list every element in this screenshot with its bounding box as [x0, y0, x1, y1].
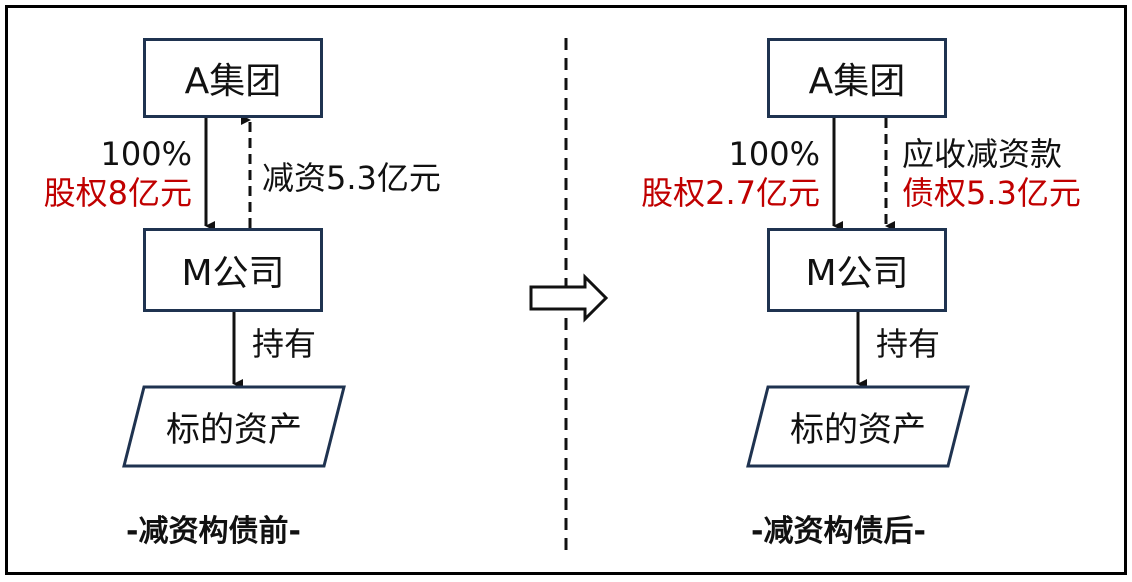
- before-asset-parallelogram: [122, 385, 346, 468]
- after-holds-label: 持有: [876, 325, 941, 363]
- after-pct-label: 100%: [728, 135, 820, 173]
- after-debt-label: 债权5.3亿元: [902, 174, 1081, 212]
- after-receivable-label: 应收减资款: [902, 135, 1063, 173]
- after-asset-parallelogram: [746, 385, 970, 468]
- after-asset-label: 标的资产: [790, 410, 926, 450]
- after-company-box: M公司: [767, 228, 947, 312]
- before-group-label: A集团: [184, 61, 282, 102]
- before-holds-label: 持有: [252, 325, 317, 363]
- before-group-box: A集团: [143, 38, 323, 118]
- before-company-box: M公司: [143, 228, 323, 312]
- after-caption: -减资构债后-: [751, 514, 926, 549]
- before-company-label: M公司: [181, 253, 285, 294]
- after-equity-label: 股权2.7亿元: [641, 174, 820, 212]
- outer-frame: [5, 5, 1127, 575]
- after-group-label: A集团: [808, 61, 906, 102]
- before-asset-label: 标的资产: [166, 410, 302, 450]
- after-asset-shape: 标的资产: [746, 385, 970, 468]
- before-equity-label: 股权8亿元: [43, 174, 192, 212]
- before-reduction-label: 减资5.3亿元: [262, 159, 441, 197]
- after-company-label: M公司: [805, 253, 909, 294]
- before-asset-shape: 标的资产: [122, 385, 346, 468]
- before-caption: -减资构债前-: [126, 514, 301, 549]
- hollow-right-arrow-icon: [529, 273, 609, 323]
- before-pct-label: 100%: [100, 135, 192, 173]
- after-group-box: A集团: [767, 38, 947, 118]
